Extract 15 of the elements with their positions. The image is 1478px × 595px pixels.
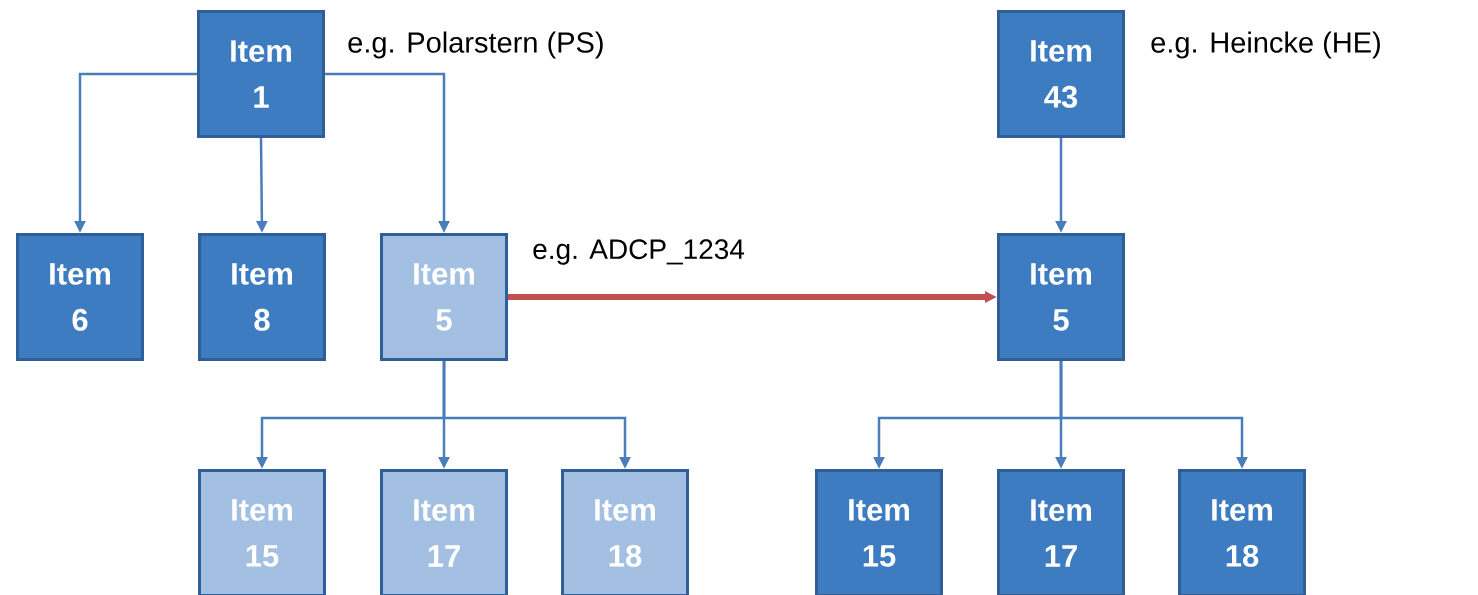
item-box: Item 43 bbox=[997, 10, 1125, 138]
item-box: Item 15 bbox=[815, 469, 943, 595]
item-box: Item 5 bbox=[380, 233, 508, 361]
item-box: Item 18 bbox=[561, 469, 689, 595]
item-box: Item 17 bbox=[997, 469, 1125, 595]
node-caption: e.g. Polarstern (PS) bbox=[348, 31, 603, 59]
item-box: Item 6 bbox=[16, 233, 144, 361]
item-box: Item 8 bbox=[198, 233, 326, 361]
item-box: Item 17 bbox=[380, 469, 508, 595]
edge-label: e.g. ADCP_1234 bbox=[530, 237, 747, 267]
node-caption: e.g. Heincke (HE) bbox=[1151, 31, 1380, 59]
item-box: Item 1 bbox=[197, 10, 325, 138]
item-box: Item 18 bbox=[1178, 469, 1306, 595]
item-box: Item 5 bbox=[997, 233, 1125, 361]
item-box: Item 15 bbox=[198, 469, 326, 595]
